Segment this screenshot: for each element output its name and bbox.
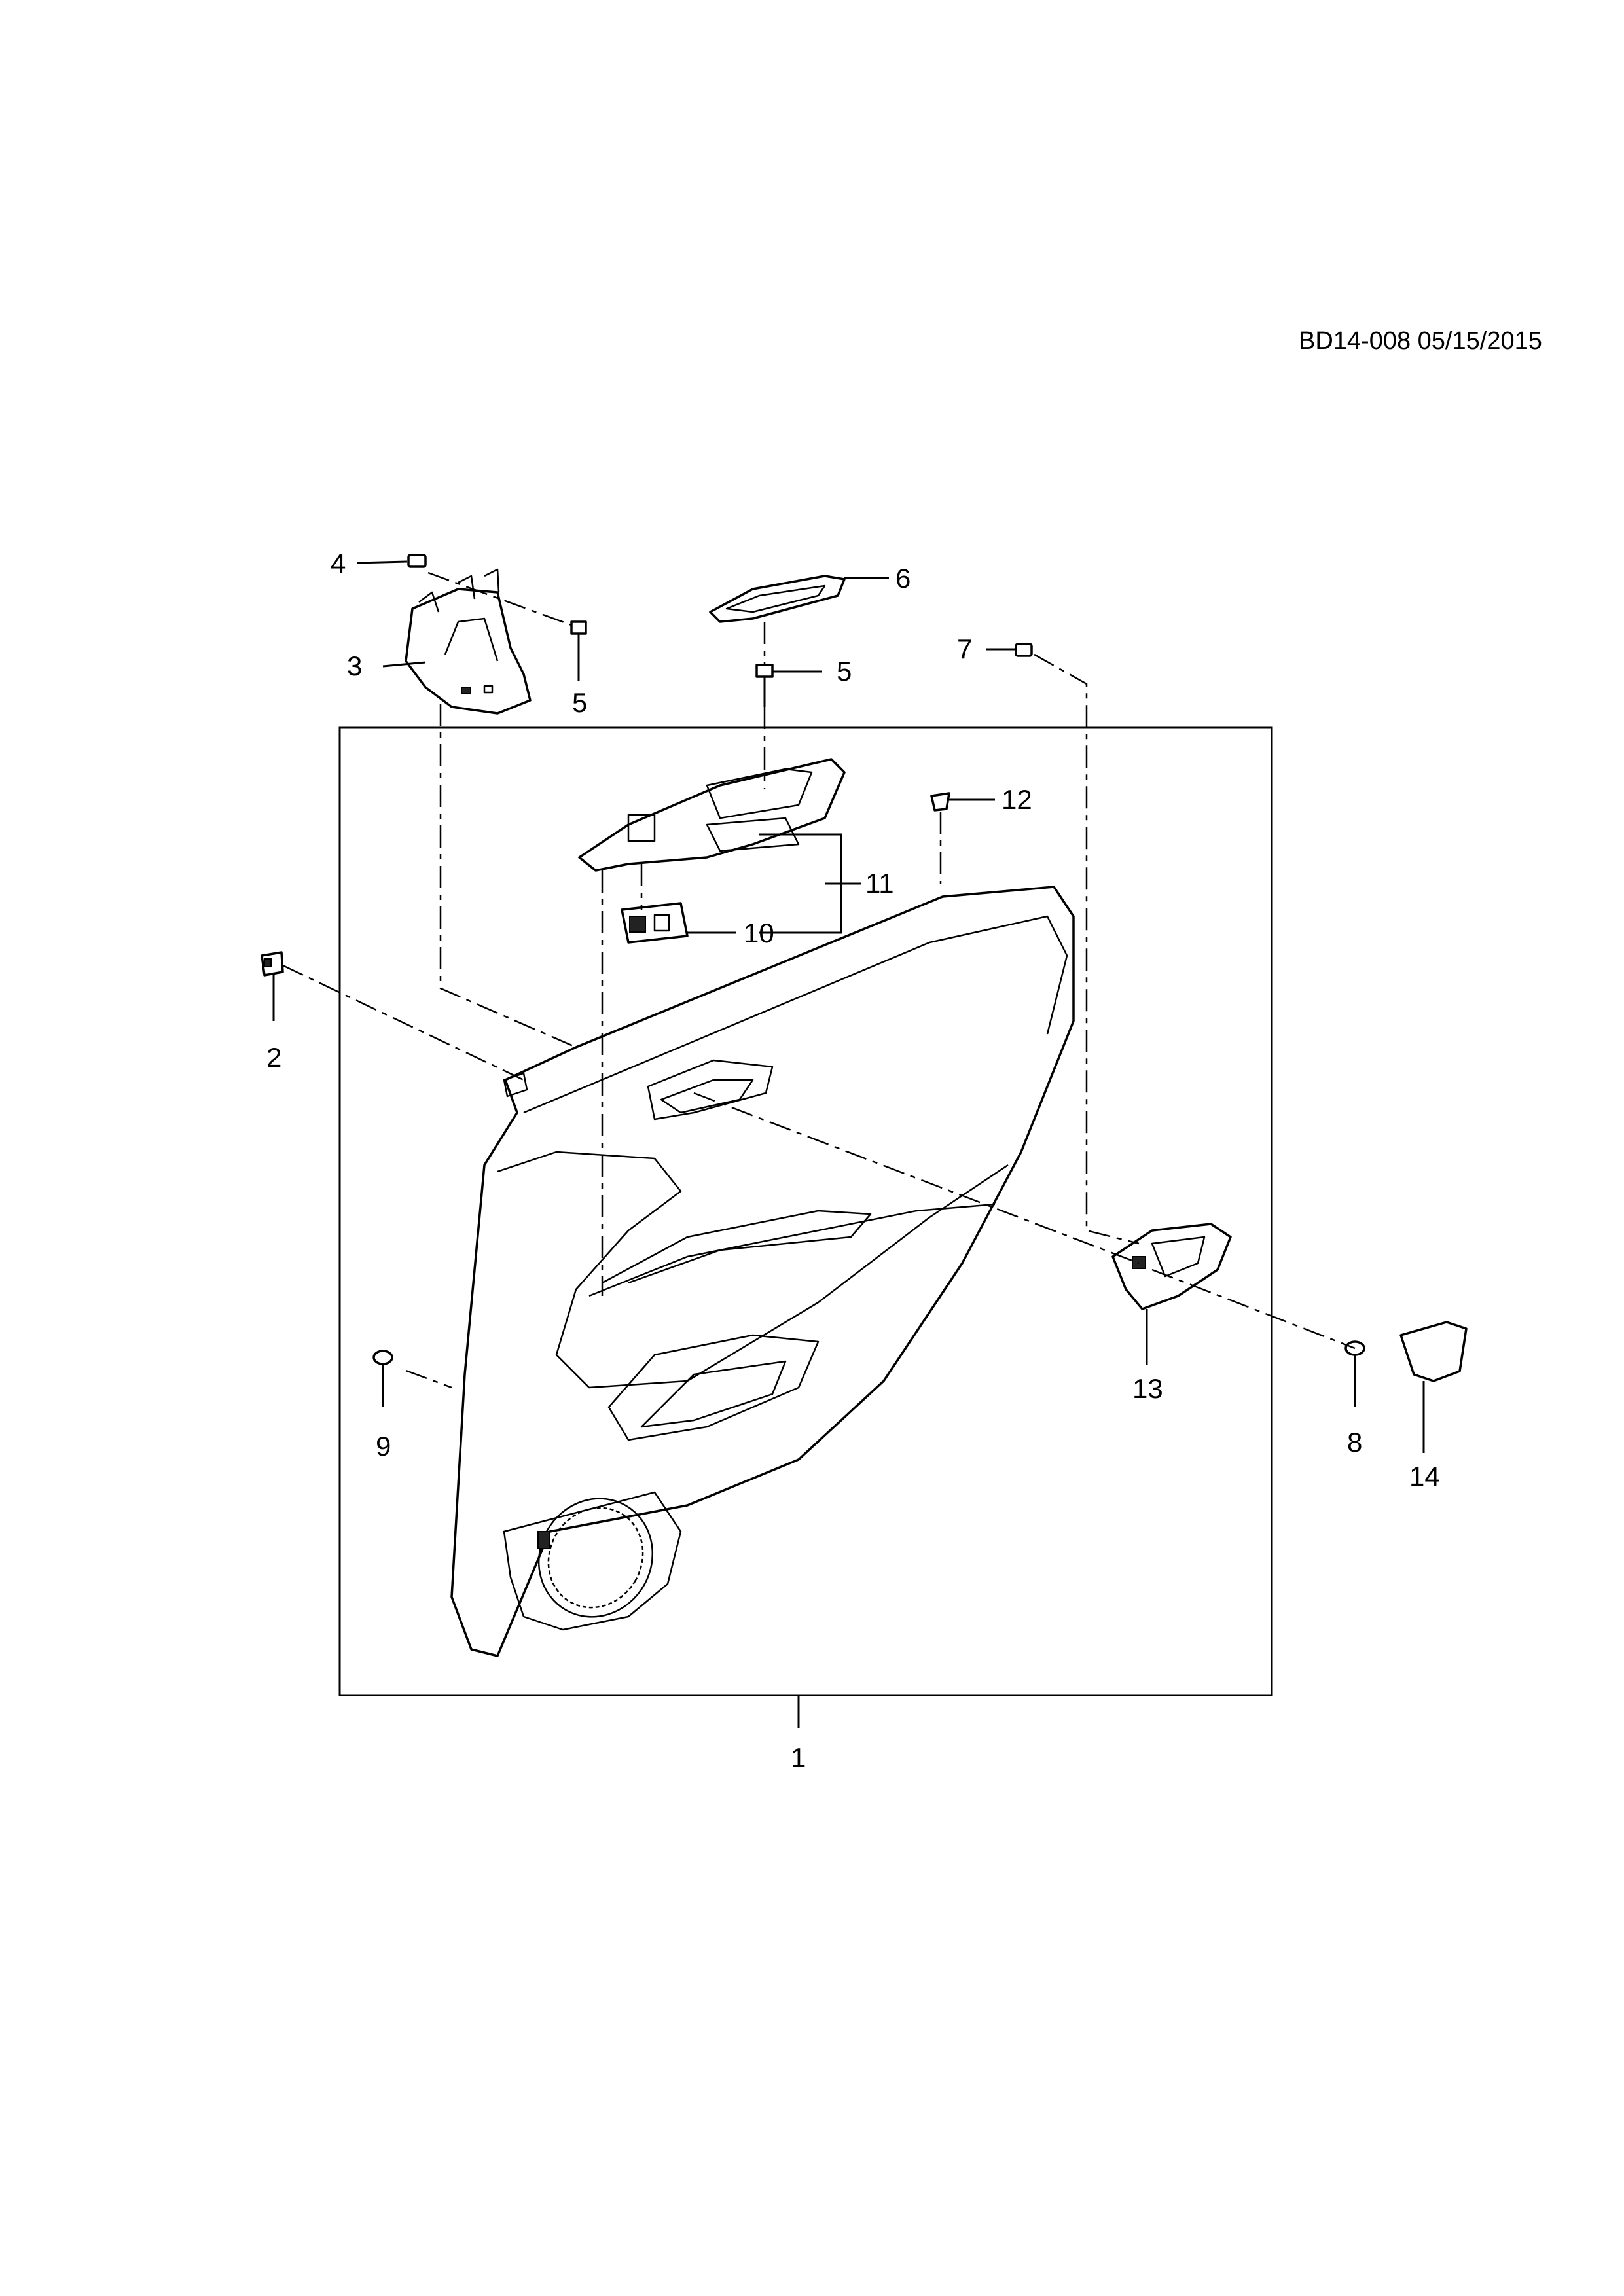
door-trim-panel (450, 886, 1075, 1657)
callout-14: 14 (1409, 1461, 1440, 1492)
push-pin-part-9 (372, 1350, 393, 1382)
plug-part-12 (930, 792, 950, 812)
bracket-part (405, 568, 532, 715)
clip-part-2 (261, 951, 284, 977)
cover-part-14 (1399, 1321, 1468, 1382)
clip-part-7 (1015, 643, 1033, 657)
callout-2: 2 (266, 1042, 281, 1073)
callout-leaders (272, 560, 1425, 1453)
screw-part-5-left (570, 620, 587, 661)
callout-7: 7 (957, 634, 972, 664)
callout-5-left: 5 (572, 687, 587, 718)
callout-3: 3 (347, 651, 362, 681)
trim-insert-part-6 (709, 575, 846, 623)
assembly-frame (338, 726, 1273, 1696)
handle-housing-part-13 (1111, 1223, 1232, 1310)
callout-8: 8 (1347, 1427, 1362, 1458)
document-code: BD14-008 05/15/2015 (1299, 327, 1542, 355)
callout-13: 13 (1132, 1373, 1163, 1404)
callout-10: 10 (744, 918, 774, 948)
callout-6: 6 (895, 563, 911, 594)
screw-part-5-center (755, 664, 774, 707)
assembly-dash-lines (282, 571, 1356, 1389)
callout-11: 11 (865, 868, 894, 899)
window-switch-part-10 (621, 902, 689, 944)
clip-part-4 (407, 554, 427, 568)
switch-bezel-part-11 (578, 758, 846, 872)
callout-1: 1 (791, 1742, 806, 1773)
callout-5-center: 5 (837, 656, 852, 687)
callout-12: 12 (1001, 784, 1032, 815)
callout-9: 9 (376, 1431, 391, 1462)
callout-4: 4 (331, 548, 346, 579)
